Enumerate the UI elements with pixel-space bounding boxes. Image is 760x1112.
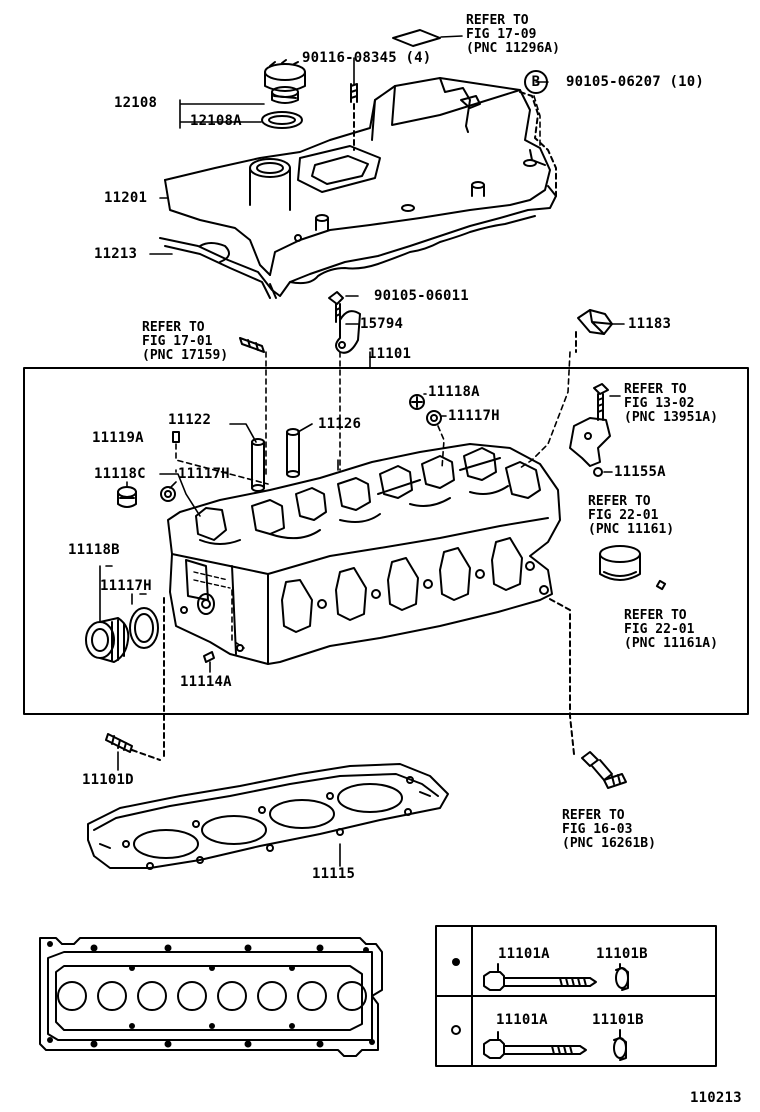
washer-11117H-mid-drawing bbox=[160, 486, 176, 502]
head-bottom-view-drawing bbox=[39, 937, 383, 1057]
reference-line: REFER TO bbox=[624, 608, 687, 623]
dowel-11114A-drawing bbox=[203, 651, 215, 663]
part-label-11117H-mid: 11117H bbox=[178, 466, 230, 482]
part-label-90105-06207: 90105-06207 (10) bbox=[566, 74, 705, 90]
table-row-1-marker-solid-dot bbox=[452, 958, 460, 966]
part-label-11126: 11126 bbox=[318, 416, 362, 432]
reference-line: (PNC 11161) bbox=[588, 522, 675, 537]
part-label-11117H-left: 11117H bbox=[100, 578, 152, 594]
reference-fig-16-03: REFER TO FIG 16-03 (PNC 16261B) bbox=[562, 809, 656, 851]
table-row-2-marker-open-dot bbox=[451, 1025, 461, 1035]
table-row-2-washer-drawing bbox=[613, 1029, 627, 1061]
part-label-12108A: 12108A bbox=[190, 113, 242, 129]
tube-11122-drawing bbox=[251, 438, 265, 492]
part-label-11213: 11213 bbox=[94, 246, 138, 262]
reference-line: REFER TO bbox=[466, 13, 529, 28]
cylinder-head-group-box bbox=[23, 367, 749, 715]
part-label-90105-06011: 90105-06011 bbox=[374, 288, 469, 304]
reference-fig-13-02: REFER TO FIG 13-02 (PNC 13951A) bbox=[624, 383, 718, 425]
head-gasket-11115-drawing bbox=[87, 763, 449, 870]
table-row-1-washer-label: 11101B bbox=[596, 946, 648, 962]
reference-line: REFER TO bbox=[142, 320, 205, 335]
reference-line: REFER TO bbox=[588, 494, 651, 509]
table-row-markers bbox=[451, 958, 461, 1035]
table-row-1-bolt-drawing bbox=[483, 963, 597, 991]
cap-gasket-drawing bbox=[261, 111, 303, 129]
stud-11101D-drawing bbox=[105, 597, 165, 761]
part-label-11122: 11122 bbox=[168, 412, 212, 428]
part-label-11101D: 11101D bbox=[82, 772, 134, 788]
reference-line: (PNC 13951A) bbox=[624, 410, 718, 425]
part-label-12108: 12108 bbox=[114, 95, 158, 111]
table-row-2-bolt-drawing bbox=[483, 1031, 587, 1059]
bracket-15794-drawing bbox=[335, 310, 361, 354]
part-label-15794: 15794 bbox=[360, 316, 404, 332]
reference-fig-22-01-b: REFER TO FIG 22-01 (PNC 11161A) bbox=[624, 609, 718, 651]
reference-line: (PNC 17159) bbox=[142, 348, 229, 363]
bearing-cap-drawing bbox=[569, 383, 611, 467]
part-label-11118C: 11118C bbox=[94, 466, 146, 482]
tube-11126-drawing bbox=[286, 428, 300, 478]
valve-cover-drawing bbox=[164, 77, 551, 276]
table-row-2-bolt-label: 11101A bbox=[496, 1012, 548, 1028]
diagram-number: 110213 bbox=[690, 1090, 742, 1106]
part-label-90116-08345: 90116-08345 (4) bbox=[302, 50, 432, 66]
reference-line: REFER TO bbox=[562, 808, 625, 823]
leader-lines-top bbox=[149, 35, 549, 255]
bolt-table bbox=[435, 925, 717, 1067]
part-label-11115: 11115 bbox=[312, 866, 356, 882]
reference-line: FIG 22-01 bbox=[588, 508, 659, 523]
gasket-11117H-left-drawing bbox=[129, 607, 159, 649]
washer-11155A-drawing bbox=[593, 467, 603, 477]
head-bottom-view-holes bbox=[47, 941, 375, 1048]
part-label-11118B: 11118B bbox=[68, 542, 120, 558]
table-row-1-bolt-label: 11101A bbox=[498, 946, 550, 962]
stud-drawing bbox=[350, 83, 358, 151]
washer-11117H-top-drawing bbox=[426, 410, 445, 469]
part-label-11119A: 11119A bbox=[92, 430, 144, 446]
dowel-pin-drawing bbox=[239, 337, 267, 479]
oil-filler-cap-drawing bbox=[264, 59, 306, 104]
reference-line: FIG 16-03 bbox=[562, 822, 633, 837]
small-pin-drawing bbox=[655, 579, 667, 591]
reference-fig-17-01: REFER TO FIG 17-01 (PNC 17159) bbox=[142, 321, 228, 363]
sensor-16-03-drawing bbox=[547, 597, 627, 789]
part-label-11117H-top: 11117H bbox=[448, 408, 500, 424]
tag-plate-drawing bbox=[392, 29, 441, 47]
plug-11118C-drawing bbox=[117, 486, 137, 508]
reference-line: FIG 13-02 bbox=[624, 396, 695, 411]
table-row-2-washer-label: 11101B bbox=[592, 1012, 644, 1028]
reference-line: (PNC 11161A) bbox=[624, 636, 718, 651]
plug-11118A-drawing bbox=[409, 394, 425, 410]
plug-11118B-drawing bbox=[85, 617, 130, 663]
reference-line: (PNC 11296A) bbox=[466, 41, 560, 56]
part-label-11101: 11101 bbox=[368, 346, 412, 362]
reference-fig-17-09: REFER TO FIG 17-09 (PNC 11296A) bbox=[466, 14, 560, 56]
table-row-1-washer-drawing bbox=[615, 963, 629, 991]
cap-11183-drawing bbox=[575, 309, 613, 353]
reference-line: FIG 17-09 bbox=[466, 27, 537, 42]
marker-b-label: B bbox=[531, 74, 541, 90]
pin-11119A-drawing bbox=[172, 431, 269, 485]
cup-plug-drawing bbox=[599, 545, 641, 581]
reference-line: FIG 22-01 bbox=[624, 622, 695, 637]
reference-line: REFER TO bbox=[624, 382, 687, 397]
reference-line: FIG 17-01 bbox=[142, 334, 213, 349]
marker-b-circle bbox=[524, 70, 548, 94]
part-label-11201: 11201 bbox=[104, 190, 148, 206]
part-label-11114A: 11114A bbox=[180, 674, 232, 690]
part-label-11155A: 11155A bbox=[614, 464, 666, 480]
reference-line: (PNC 16261B) bbox=[562, 836, 656, 851]
cylinder-head-drawing bbox=[167, 443, 561, 665]
valve-cover-gasket-drawing bbox=[159, 91, 557, 299]
part-label-11183: 11183 bbox=[628, 316, 672, 332]
part-label-11118A: 11118A bbox=[428, 384, 480, 400]
reference-fig-22-01-a: REFER TO FIG 22-01 (PNC 11161) bbox=[588, 495, 674, 537]
